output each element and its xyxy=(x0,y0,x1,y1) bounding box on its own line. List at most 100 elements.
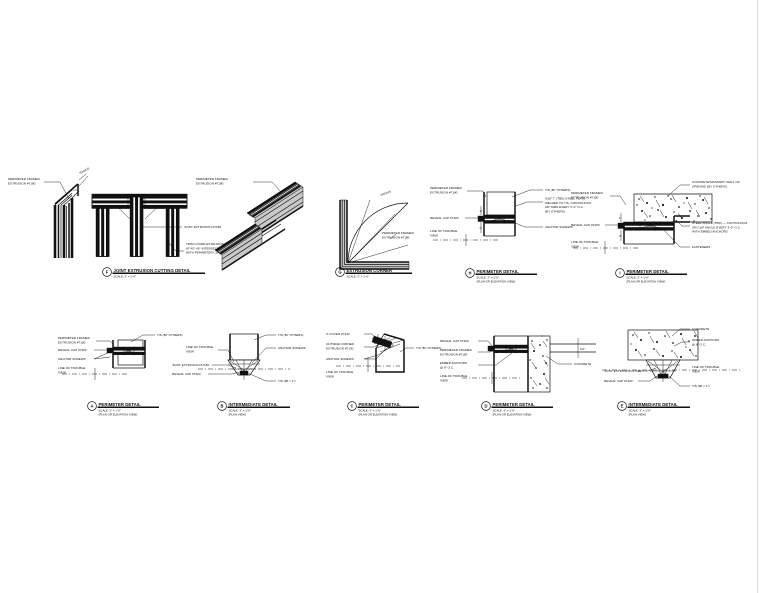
detail-H-mark: H xyxy=(469,270,472,275)
detail-C-mark: C xyxy=(351,403,354,408)
leader-B-1 xyxy=(218,349,235,363)
leader-I-1 xyxy=(610,195,627,206)
label-reveal-cap-A: REVEAL CAP #7400 xyxy=(58,348,87,352)
leader-I-5 xyxy=(663,229,690,248)
detail-F-isometric-view xyxy=(214,181,304,271)
label-radius-G: RADIUS xyxy=(380,189,392,196)
label-perim-framed-Db: EXTRUSION #7180 xyxy=(440,352,468,356)
detail-F-left-section: RADIUS xyxy=(53,166,90,258)
detail-G-title-block: G EXTRUSION CORNER SCALE: 3" = 1'-0" xyxy=(335,267,412,279)
leader-F-3 xyxy=(168,242,184,252)
detail-A-mark: A xyxy=(91,403,94,408)
label-concrete-masonry-1: CONCRETE/MASONRY WALL OF xyxy=(692,180,740,184)
leader-I-3 xyxy=(667,184,690,197)
detail-F-title: JOINT EXTRUSION CUTTING DETAIL xyxy=(114,268,191,273)
dim-I-2: 2" xyxy=(619,234,622,238)
label-anchor-screws-H: ANCHOR SCREWS xyxy=(545,225,573,229)
detail-C-title: PERIMETER DETAIL xyxy=(359,402,402,407)
label-outside-corner-1: OUTSIDE CORNER xyxy=(326,342,355,346)
label-trim-cover-2: AT 45° 45° INTERSECTION xyxy=(186,246,225,250)
label-line-trouble-Ia: LINE OF TROUBLE xyxy=(571,240,598,244)
label-anchor-screws-A: ANCHOR SCREWS xyxy=(58,357,86,361)
detail-B-title: INTERMEDIATE DETAIL xyxy=(229,402,279,407)
leader-H-4 xyxy=(515,201,543,207)
dim-H-1: 1" xyxy=(480,209,483,213)
label-perim-framed-Ha: PERIMETER FRAMED xyxy=(430,186,463,190)
detail-I-scale: SCALE: 3" = 1'-0" xyxy=(627,276,649,280)
detail-I-concrete-hatch xyxy=(633,193,713,223)
label-line-trouble-Bb: VIEW xyxy=(186,349,194,353)
label-embed-anchors-D2: @ 8" O.C. xyxy=(440,365,454,369)
leader-C-3b xyxy=(363,344,395,360)
dim-D-3: 1/2" xyxy=(580,347,585,351)
dim-H-2: 2" xyxy=(480,226,483,230)
leader-A-3b xyxy=(93,356,111,360)
label-line-trouble-Ba: LINE OF TROUBLE xyxy=(186,345,213,349)
detail-I-mark: I xyxy=(619,270,620,275)
label-steel-plate-1: 3/16" T. (TBD) STEEL PLATE xyxy=(545,197,585,201)
label-joint-extrusion-F: JOINT EXTRUSION #7180 xyxy=(184,225,221,229)
detail-H-view: (PLAN OR ELEVATION VIEW) xyxy=(477,280,516,284)
leader-G-1 xyxy=(389,233,397,240)
label-steel-angle-2: OR CLIP ANGLE EVERY 3'-0" O.C. xyxy=(692,225,741,229)
label-fasteners-I: FASTENERS xyxy=(692,245,710,249)
detail-E-view: (PLAN VIEW) xyxy=(629,413,646,417)
label-outside-corner-2: EXTRUSION #7130 xyxy=(326,346,354,350)
label-line-trouble-Cb: VIEW xyxy=(326,374,334,378)
detail-F-scale: SCALE: 3" = 1'-0" xyxy=(114,275,136,279)
detail-E-concrete-hatch xyxy=(627,329,699,361)
leader-E-1 xyxy=(671,328,690,337)
leader-B-2 xyxy=(212,364,237,369)
label-line-trouble-Ca: LINE OF TROUBLE xyxy=(326,370,353,374)
label-perimeter-framed-Gb: EXTRUSION #7180 xyxy=(382,236,410,240)
leader-D-2 xyxy=(478,349,497,353)
detail-H-title-block: H PERIMETER DETAIL SCALE: 3" = 1'-0" (PL… xyxy=(465,268,537,284)
label-tis-B: TIS (BY OTHERS) xyxy=(278,333,303,337)
detail-A-title: PERIMETER DETAIL xyxy=(99,402,142,407)
label-embed-anchors-E1: EMBED ANCHORS xyxy=(692,338,719,342)
label-steel-plate-2: WELDED TO TIS, CONTINUOUS xyxy=(545,201,591,205)
detail-I-view: (PLAN OR ELEVATION VIEW) xyxy=(627,280,666,284)
leader-E-4 xyxy=(638,375,658,382)
label-tis-C: TIS (BY OTHERS) xyxy=(416,346,441,350)
label-line-trouble-Aa: LINE OF TROUBLE xyxy=(58,366,85,370)
label-concrete-masonry-2: OPENING (BY OTHERS) xyxy=(692,184,727,188)
leader-C-2 xyxy=(364,342,382,348)
detail-H-title: PERIMETER DETAIL xyxy=(477,269,520,274)
detail-F-center-T-section xyxy=(91,193,188,257)
detail-D-concrete-hatch xyxy=(527,335,551,393)
detail-A-view: (PLAN OR ELEVATION VIEW) xyxy=(99,413,138,417)
leader-D-4 xyxy=(545,355,572,365)
label-perimeter-framed-Ga: PERIMETER FRAMED xyxy=(382,231,415,235)
detail-I-perimeter: 1" 2" PERIMETER FRAMED EXTRUSION #7180 R… xyxy=(571,180,747,284)
label-perim-framed-Da: PERIMETER FRAMED xyxy=(440,348,473,352)
label-embed-anchors-E2: @ 8" O.C. xyxy=(692,342,706,346)
label-line-trouble-Ib: VIEW xyxy=(571,244,579,248)
leader-B-5 xyxy=(251,347,276,364)
leader-D-3 xyxy=(478,352,513,366)
detail-C-title-block: C PERIMETER DETAIL SCALE: 3" = 1'-0" (PL… xyxy=(347,401,419,417)
label-reveal-cap-H: REVEAL CAP #7400 xyxy=(430,216,459,220)
leader-B-3 xyxy=(208,371,240,375)
leader-E-5 xyxy=(669,376,690,387)
label-joint-extrusion-E: JOINT EXTRUSION #7180 xyxy=(604,369,641,373)
detail-B-title-block: B INTERMEDIATE DETAIL SCALE: 3" = 1'-0" … xyxy=(217,401,290,417)
detail-G-extrusion-corner: RADIUS PERIMETER FRAMED EXTRUSION #7180 … xyxy=(335,189,415,279)
detail-E-intermediate-concrete: CONCRETE EMBED ANCHORS @ 8" O.C. JOINT E… xyxy=(602,327,740,417)
label-line-trouble-Hb: VIEW xyxy=(430,233,438,237)
detail-G-title: EXTRUSION CORNER xyxy=(347,268,394,273)
label-u-cover-C: U-COVER #7410 xyxy=(326,332,350,336)
label-line-trouble-Ea: LINE OF TROUBLE xyxy=(692,365,719,369)
detail-A-perimeter: PERIMETER FRAMED EXTRUSION #7180 REVEAL … xyxy=(58,333,182,417)
detail-F-joint-extrusion-cutting: RADIUS PERIMETER FRAMED EXTRUSION #7180 xyxy=(8,166,304,279)
label-reveal-cap-I: REVEAL CAP #7400 xyxy=(571,223,600,227)
label-perimeter-framed-F1b: EXTRUSION #7180 xyxy=(8,182,36,186)
label-line-trouble-Da: LINE OF TROUBLE xyxy=(440,374,467,378)
detail-D-scale: SCALE: 3" = 1'-0" xyxy=(493,409,515,413)
detail-B-intermediate: LINE OF TROUBLE VIEW JOINT EXTRUSION #71… xyxy=(172,333,306,417)
label-trim-cover-1: TRIM COVER EXTRUSIONS xyxy=(186,242,226,246)
label-steel-angle-3: WITH EMBED ANCHORS xyxy=(692,230,728,234)
detail-D-mark: D xyxy=(485,403,488,408)
leader-F-4 xyxy=(253,181,282,193)
label-perim-framed-Ib: EXTRUSION #7180 xyxy=(571,196,599,200)
